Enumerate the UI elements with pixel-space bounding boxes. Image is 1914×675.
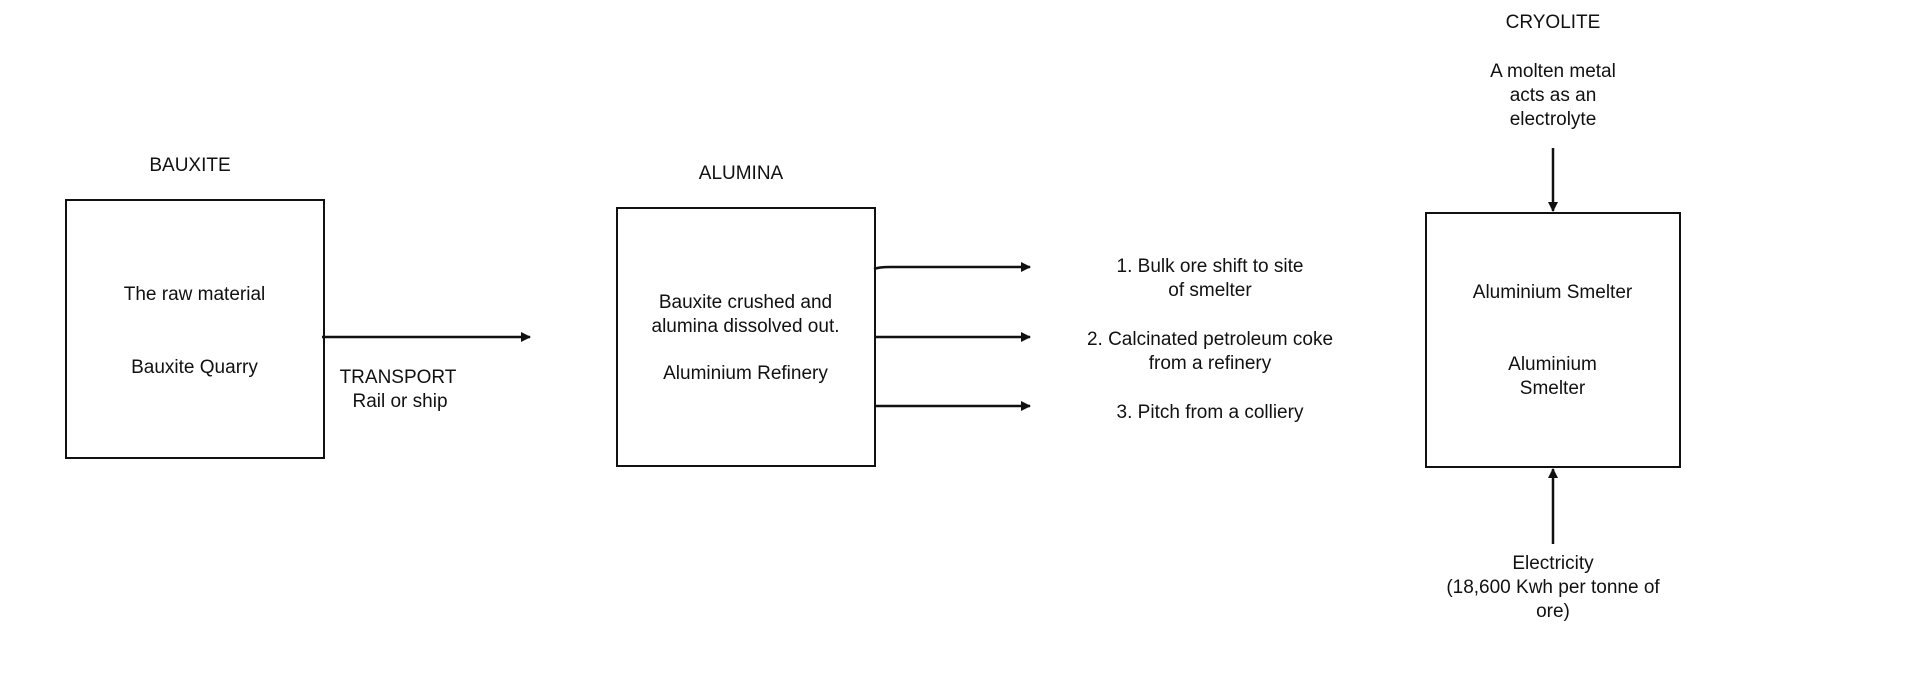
cryolite-description: A molten metal acts as an electrolyte — [1490, 61, 1616, 130]
input-item-1: 1. Bulk ore shift to site of smelter — [1116, 256, 1304, 301]
alumina-heading: ALUMINA — [698, 163, 784, 184]
bauxite-quarry-text: Bauxite Quarry — [131, 357, 258, 378]
alumina-box: Bauxite crushed and alumina dissolved ou… — [616, 207, 876, 467]
bauxite-box: The raw material Bauxite Quarry — [65, 199, 325, 459]
smelter-name-text: Aluminium Smelter — [1508, 354, 1597, 399]
input-arrow-1 — [873, 262, 1031, 272]
bauxite-heading: BAUXITE — [149, 155, 231, 176]
alumina-refinery-text: Aluminium Refinery — [663, 363, 828, 384]
transport-mode: Rail or ship — [352, 391, 448, 412]
smelter-title-text: Aluminium Smelter — [1472, 282, 1633, 303]
transport-heading: TRANSPORT — [339, 367, 457, 388]
electricity-text: Electricity (18,600 Kwh per tonne of ore… — [1446, 553, 1660, 622]
smelter-box: Aluminium Smelter Aluminium Smelter — [1425, 212, 1681, 468]
bauxite-raw-material-text: The raw material — [123, 284, 266, 305]
alumina-process-text: Bauxite crushed and alumina dissolved ou… — [651, 292, 840, 337]
cryolite-heading: CRYOLITE — [1505, 12, 1601, 33]
input-item-3: 3. Pitch from a colliery — [1116, 402, 1304, 423]
input-item-2: 2. Calcinated petroleum coke from a refi… — [1086, 329, 1334, 374]
